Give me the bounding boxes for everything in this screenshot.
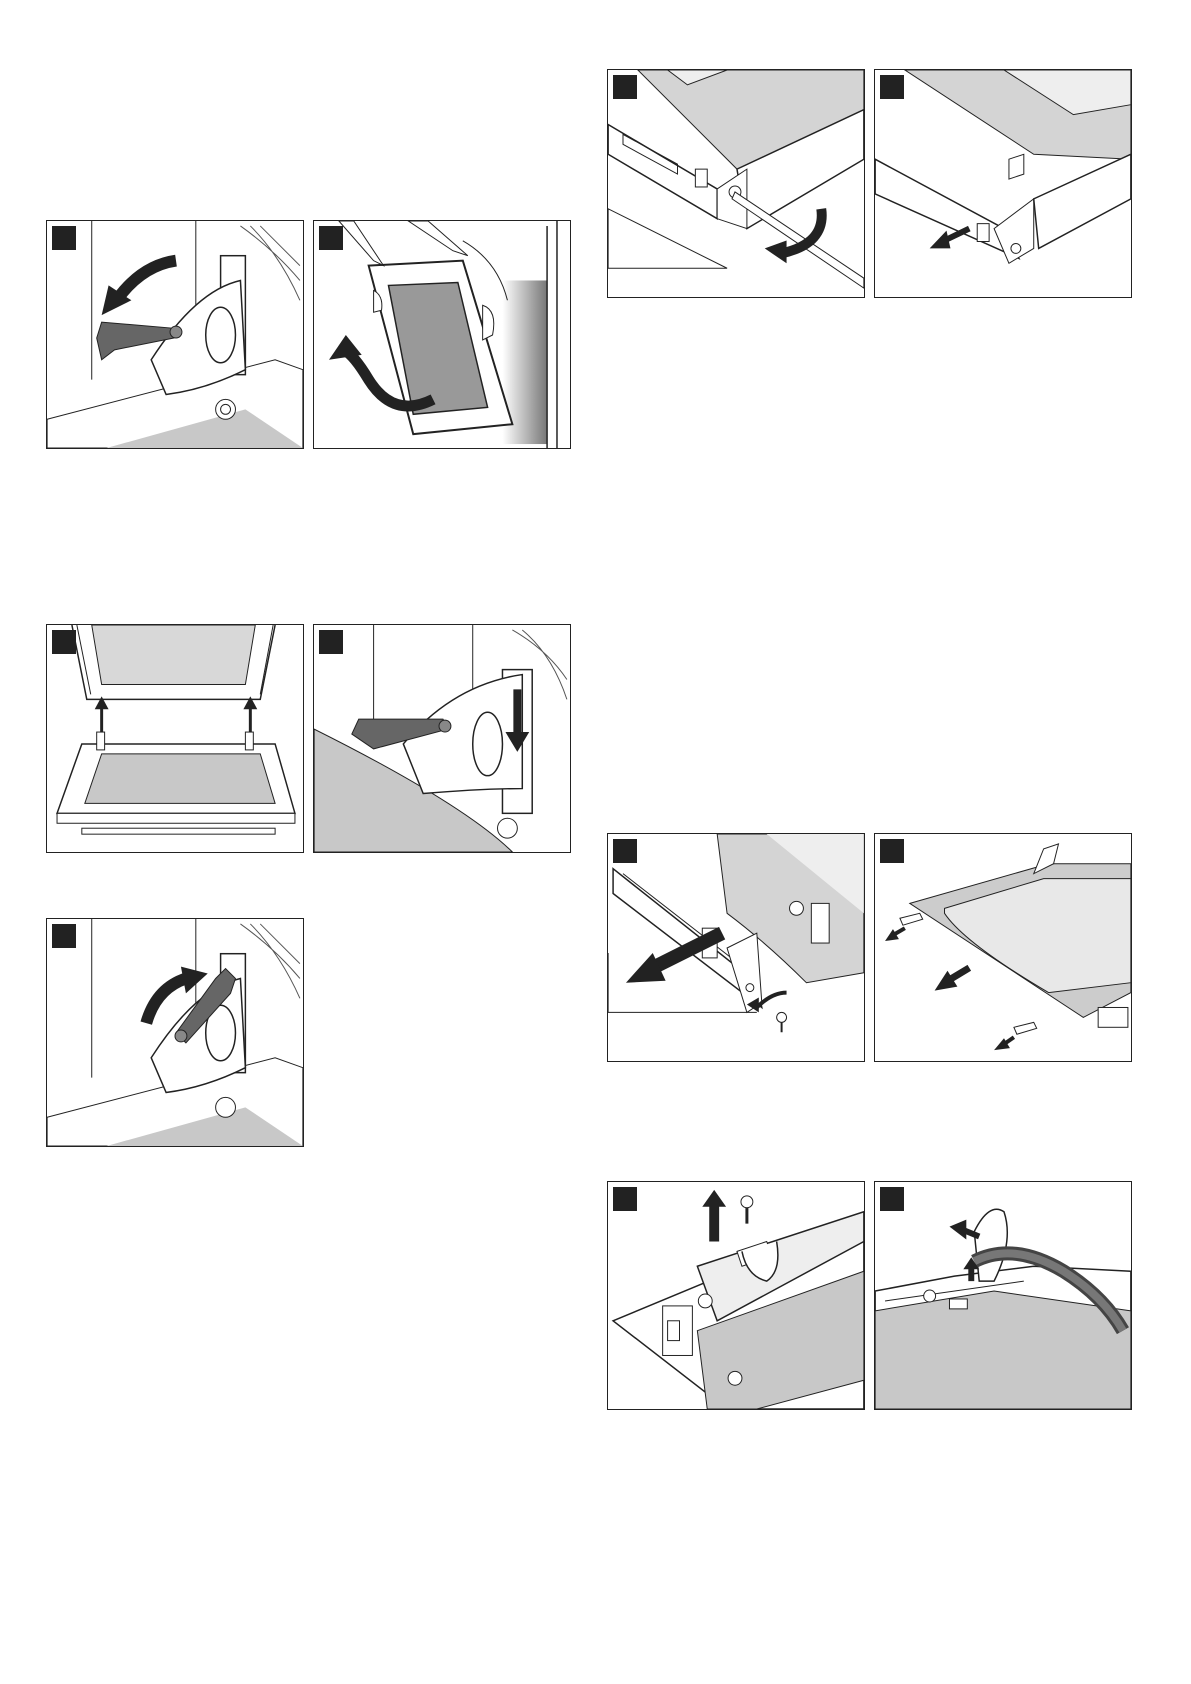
clip-lift-screw-illustration <box>608 1182 864 1409</box>
step-badge <box>319 630 343 654</box>
gasket-remove-illustration <box>875 1182 1131 1409</box>
step-badge <box>52 226 76 250</box>
illustration-panel-8 <box>607 833 865 1062</box>
illustration-panel-6 <box>607 69 865 298</box>
illustration-panel-2 <box>313 220 571 449</box>
glass-pane-slide-out-illustration <box>875 834 1131 1061</box>
step-badge <box>613 839 637 863</box>
step-badge <box>880 75 904 99</box>
strip-pull-out-illustration <box>875 70 1131 297</box>
step-badge <box>880 1187 904 1211</box>
illustration-panel-7 <box>874 69 1132 298</box>
illustration-panel-1 <box>46 220 304 449</box>
illustration-panel-10 <box>607 1181 865 1410</box>
door-removal-hands-illustration <box>314 221 570 448</box>
step-badge <box>319 226 343 250</box>
rail-remove-screw-illustration <box>608 834 864 1061</box>
illustration-panel-4 <box>313 624 571 853</box>
screwdriver-unscrew-illustration <box>608 70 864 297</box>
step-badge <box>52 924 76 948</box>
hinge-insert-down-illustration <box>314 625 570 852</box>
hinge-lever-close-illustration <box>47 919 303 1146</box>
step-badge <box>613 75 637 99</box>
hinge-lever-open-illustration <box>47 221 303 448</box>
illustration-panel-3 <box>46 624 304 853</box>
door-rail-alignment-illustration <box>47 625 303 852</box>
step-badge <box>613 1187 637 1211</box>
illustration-panel-9 <box>874 833 1132 1062</box>
illustration-panel-11 <box>874 1181 1132 1410</box>
step-badge <box>880 839 904 863</box>
illustration-panel-5 <box>46 918 304 1147</box>
step-badge <box>52 630 76 654</box>
